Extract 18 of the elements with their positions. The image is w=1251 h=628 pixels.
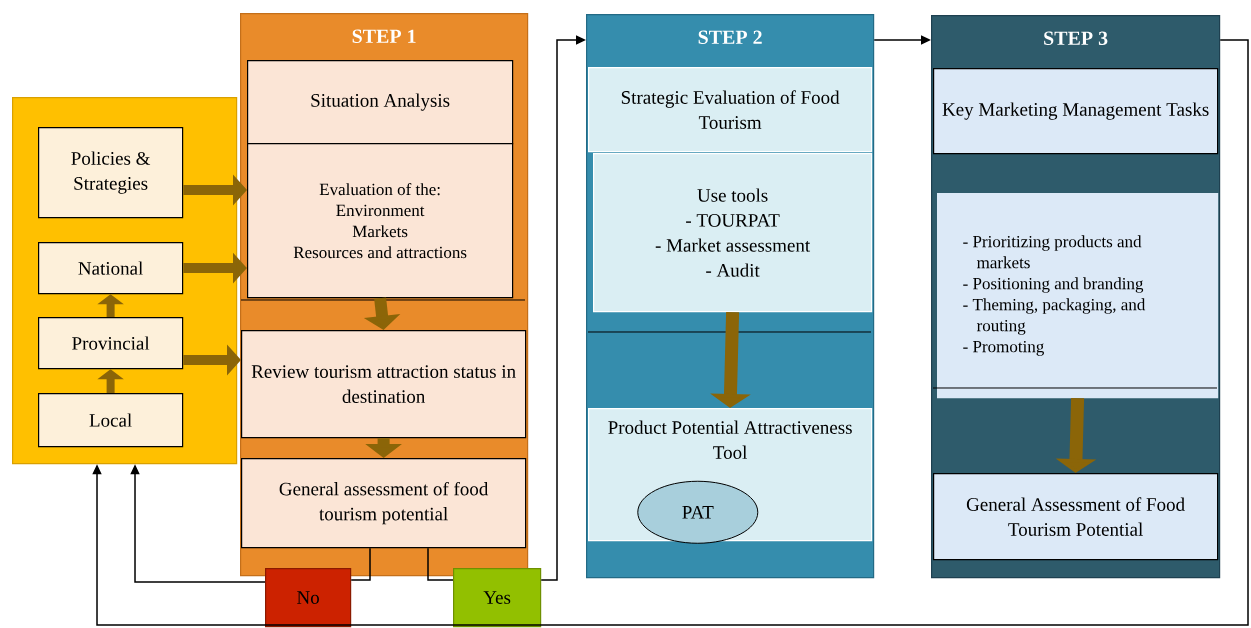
connector-arrow [92, 39, 1249, 626]
connector-arrow [350, 547, 371, 581]
process-box: Yes [453, 568, 542, 628]
connector-arrow [427, 547, 454, 581]
process-box: Key Marketing Management Tasks [933, 68, 1219, 155]
process-box: Situation Analysis [247, 60, 514, 145]
process-box: Provincial [38, 317, 184, 370]
process-box: National [38, 242, 184, 295]
process-box: No [265, 568, 352, 628]
process-box: Use tools - TOURPAT - Market assessment - Audit [593, 153, 873, 313]
process-box: Policies & Strategies [38, 127, 184, 219]
process-box: General assessment of food tourism potential [241, 458, 527, 549]
task-list-box: - Prioritizing products and markets - Positioning and branding - Theming, packaging, and routing - Promoting [937, 193, 1219, 399]
process-box: General Assessment of Food Tourism Potential [933, 473, 1219, 561]
process-box: Evaluation of the: Environment Markets Resources and attractions [247, 143, 514, 299]
process-box: Local [38, 393, 184, 448]
process-box: Strategic Evaluation of Food Tourism [588, 67, 873, 153]
process-box: Review tourism attraction status in destination [241, 330, 527, 439]
